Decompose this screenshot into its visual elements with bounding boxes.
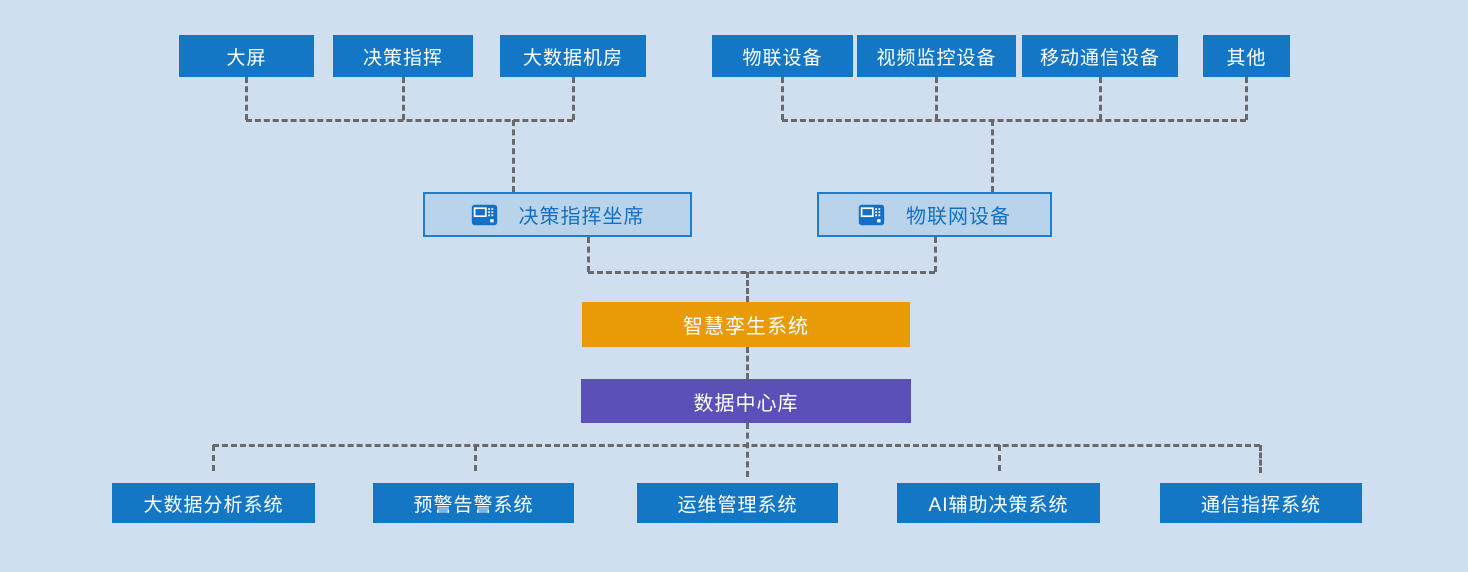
connector-line-horizontal: [588, 271, 935, 274]
connector-line-vertical: [1245, 77, 1248, 120]
connector-line-vertical: [474, 445, 477, 471]
node-big-data-room: 大数据机房: [500, 35, 646, 77]
connector-line-horizontal: [213, 444, 1260, 447]
node-iot-network-device: 物联网设备: [817, 192, 1052, 237]
node-label: 其他: [1226, 47, 1267, 69]
node-label: 大屏: [226, 47, 267, 69]
node-video-surveillance: 视频监控设备: [857, 35, 1016, 77]
node-comm-command-system: 通信指挥系统: [1160, 483, 1362, 523]
node-other: 其他: [1203, 35, 1290, 77]
console-icon: [858, 204, 885, 226]
connector-line-vertical: [934, 237, 937, 272]
connector-line-vertical: [781, 77, 784, 120]
node-decision-command: 决策指挥: [333, 35, 473, 77]
connector-line-vertical: [991, 120, 994, 192]
connector-line-vertical: [245, 77, 248, 120]
connector-line-vertical: [572, 77, 575, 120]
node-label: 决策指挥: [362, 47, 443, 69]
node-label: 物联设备: [742, 47, 823, 69]
connector-line-horizontal: [782, 119, 1246, 122]
node-label: 通信指挥系统: [1200, 494, 1321, 516]
node-label: 决策指挥坐席: [518, 206, 645, 228]
node-early-warning-system: 预警告警系统: [373, 483, 574, 523]
connector-line-vertical: [746, 423, 749, 477]
connector-line-vertical: [212, 445, 215, 471]
node-label: 视频监控设备: [876, 47, 997, 69]
connector-line-vertical: [1259, 445, 1262, 473]
connector-line-vertical: [402, 77, 405, 120]
node-iot-device: 物联设备: [712, 35, 853, 77]
node-label: 移动通信设备: [1039, 47, 1160, 69]
connector-line-vertical: [1099, 77, 1102, 120]
console-icon: [471, 204, 498, 226]
node-big-screen: 大屏: [179, 35, 314, 77]
connector-line-vertical: [512, 120, 515, 192]
node-label: 物联网设备: [906, 206, 1011, 228]
connector-line-vertical: [935, 77, 938, 120]
node-decision-command-seat: 决策指挥坐席: [423, 192, 692, 237]
node-label: 预警告警系统: [413, 494, 534, 516]
node-mobile-comm-device: 移动通信设备: [1022, 35, 1178, 77]
node-label: 智慧孪生系统: [683, 316, 809, 338]
node-label: 数据中心库: [693, 392, 799, 415]
node-smart-twin-system: 智慧孪生系统: [582, 302, 910, 347]
connector-line-vertical: [587, 237, 590, 272]
node-ai-decision-support: AI辅助决策系统: [897, 483, 1100, 523]
node-big-data-analysis: 大数据分析系统: [112, 483, 315, 523]
node-label: 大数据分析系统: [143, 494, 284, 516]
node-label: 运维管理系统: [677, 494, 798, 516]
connector-line-vertical: [746, 272, 749, 302]
connector-line-vertical: [998, 445, 1001, 471]
node-data-center-repo: 数据中心库: [581, 379, 911, 423]
node-label: AI辅助决策系统: [928, 494, 1069, 516]
connector-line-vertical: [746, 347, 749, 379]
node-label: 大数据机房: [522, 47, 623, 69]
connector-line-horizontal: [246, 119, 573, 122]
node-ops-management-system: 运维管理系统: [637, 483, 838, 523]
